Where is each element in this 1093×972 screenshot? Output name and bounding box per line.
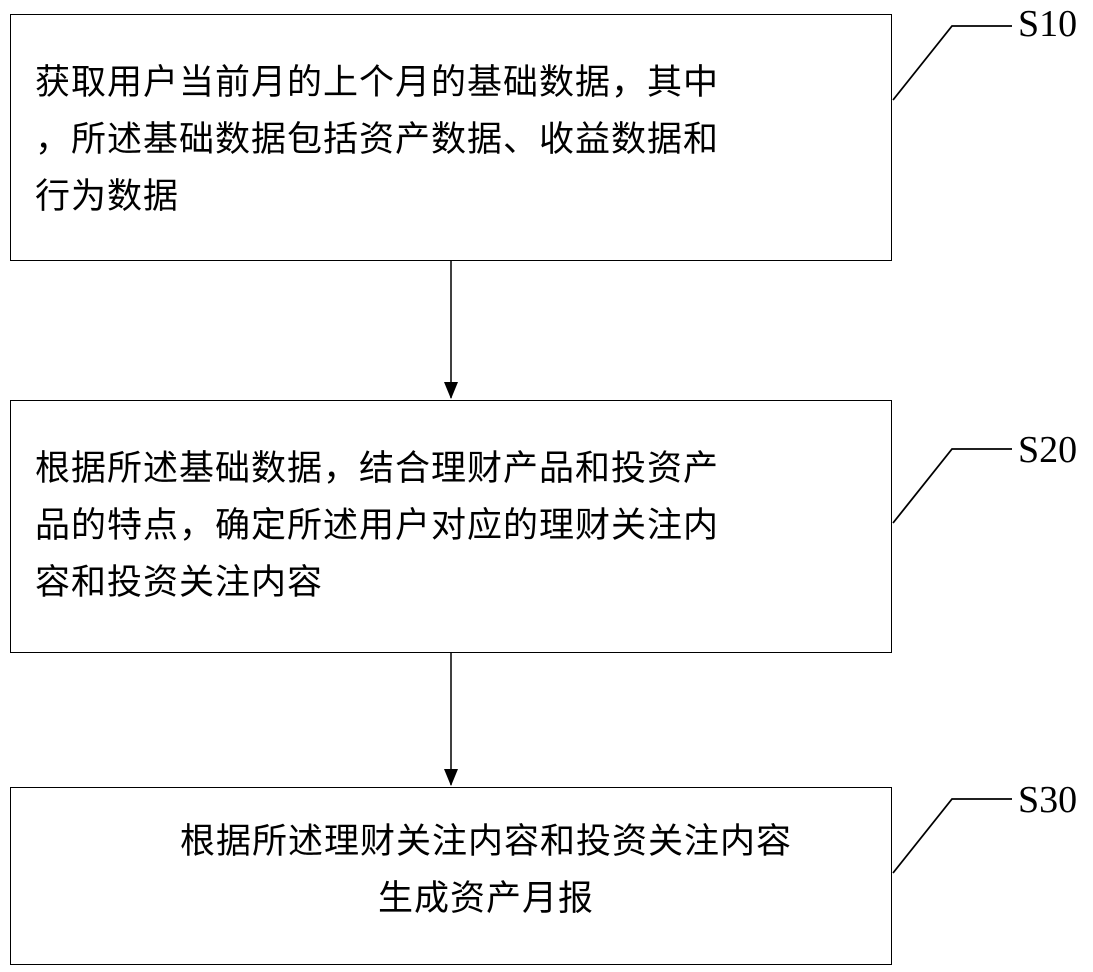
step-box-s30: 根据所述理财关注内容和投资关注内容 生成资产月报: [10, 787, 892, 965]
step-box-s20: 根据所述基础数据，结合理财产品和投资产 品的特点，确定所述用户对应的理财关注内 …: [10, 400, 892, 653]
step-label-s10: S10: [1018, 3, 1078, 45]
leader-line-s10: [892, 25, 1012, 101]
arrowhead-s20-to-s30: [444, 769, 458, 786]
leader-line-s30: [892, 798, 1012, 874]
step-label-s30: S30: [1018, 779, 1078, 821]
step-text-s20: 根据所述基础数据，结合理财产品和投资产 品的特点，确定所述用户对应的理财关注内 …: [35, 449, 720, 603]
step-text-s30: 根据所述理财关注内容和投资关注内容 生成资产月报: [179, 822, 792, 919]
step-text-s10: 获取用户当前月的上个月的基础数据，其中 ，所述基础数据包括资产数据、收益数据和 …: [35, 63, 720, 217]
step-label-s20: S20: [1018, 429, 1078, 471]
leader-line-s20: [892, 448, 1012, 524]
arrowhead-s10-to-s20: [444, 382, 458, 399]
step-box-s10: 获取用户当前月的上个月的基础数据，其中 ，所述基础数据包括资产数据、收益数据和 …: [10, 14, 892, 261]
